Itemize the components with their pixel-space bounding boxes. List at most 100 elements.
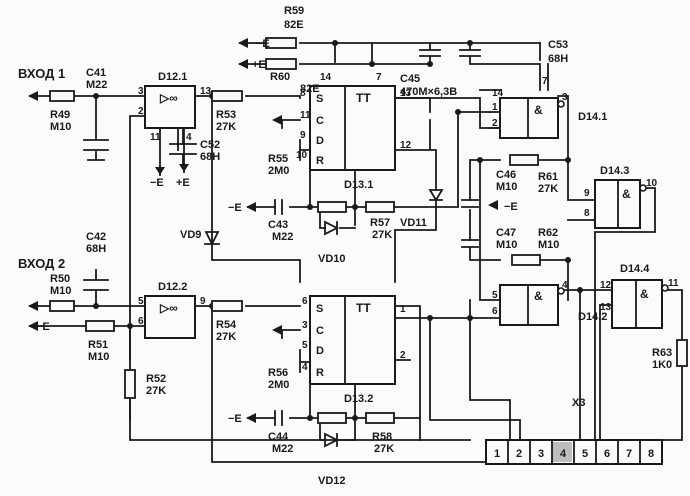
- r56-ref: R56: [268, 367, 288, 379]
- diode-vd10-a: [324, 220, 340, 236]
- c41-value: M22: [86, 79, 107, 91]
- pin-number: 11: [668, 278, 679, 289]
- c52-value: 68H: [200, 151, 220, 163]
- pin-number: 13: [400, 88, 412, 99]
- r54-ref: R54: [216, 319, 237, 331]
- connector-x3-pin-3: 3: [538, 448, 544, 460]
- pin-number: 10: [296, 150, 308, 161]
- r60-value: 82E: [300, 83, 320, 95]
- r53-value: 27K: [216, 121, 236, 133]
- pin-number: 5: [302, 340, 308, 351]
- pin-number: 14: [492, 88, 504, 99]
- pin-number: 9: [300, 130, 306, 141]
- input2-label: ВХОД 2: [18, 256, 65, 271]
- chip-d13-1: [309, 85, 396, 171]
- r54-value: 27K: [216, 331, 236, 343]
- pin-number: 2: [138, 106, 144, 117]
- connector-x3-pin-1: 1: [494, 448, 500, 460]
- r61-ref: R61: [538, 171, 558, 183]
- c52-neg-supply: −E: [150, 177, 164, 189]
- r63-value: 1K0: [652, 359, 672, 371]
- resistor-r58: [365, 412, 395, 424]
- pin-number: 8: [300, 88, 306, 99]
- r49-value: M10: [50, 121, 71, 133]
- pin-number: 4: [186, 132, 192, 143]
- pin-number: 2: [492, 118, 498, 129]
- arrow-neg-c44: [246, 413, 256, 423]
- pin-number: 7: [542, 76, 548, 87]
- connector-x3-ref: X3: [572, 397, 585, 409]
- d13-2-pin-c: C: [316, 325, 324, 337]
- r62-ref: R62: [538, 227, 558, 239]
- c47-value: M10: [496, 239, 517, 251]
- pin-number: 12: [600, 280, 612, 291]
- c45-ref: C45: [400, 73, 420, 85]
- connector-x3: [485, 439, 663, 465]
- pin-number: 11: [300, 110, 311, 121]
- resistor-r56: [317, 412, 347, 424]
- r60-ref: R60: [270, 71, 290, 83]
- c52-pos-supply: +E: [176, 177, 190, 189]
- d14-2-ref: D14.2: [578, 311, 607, 323]
- resistor-r55: [317, 201, 347, 213]
- chip-d13-2: [309, 295, 396, 385]
- resistor-r61: [509, 154, 539, 166]
- vd12-label: VD12: [318, 475, 346, 487]
- d14-4-ref: D14.4: [620, 263, 650, 275]
- d13-1-pin-s: S: [316, 93, 323, 105]
- d12-2-symbol: ▷∞: [159, 301, 178, 315]
- arrow-neg-c46: [488, 200, 498, 210]
- pin-number: 14: [320, 72, 332, 83]
- resistor-r50: [49, 300, 75, 312]
- r52-value: 27K: [146, 385, 166, 397]
- c42-ref: C42: [86, 231, 106, 243]
- c43-ref: C43: [268, 219, 288, 231]
- c44-neg-supply: −E: [228, 413, 242, 425]
- pin-number: 3: [138, 86, 144, 97]
- pin-number: 9: [584, 188, 590, 199]
- arrow-neg-top: [238, 38, 248, 48]
- capacitor-c47: [461, 239, 479, 248]
- labels: ВХОД 1 ВХОД 2 C 4 1 M22 R49 M10 D12.1 ▷∞ D…: [18, 5, 672, 487]
- c45-value: 470M×6,3B: [400, 86, 457, 98]
- r50-value: M10: [50, 285, 71, 297]
- c53-ref: C53: [548, 39, 568, 51]
- d14-2-symbol: &: [534, 289, 543, 303]
- r56-value: 2M0: [268, 379, 289, 391]
- arrow-neg-d13-2: [272, 325, 282, 335]
- pin-number: 5: [138, 296, 144, 307]
- resistors: [49, 37, 688, 424]
- connector-x3-pin-7: 7: [626, 448, 632, 460]
- chip-d14-2: [499, 284, 565, 326]
- vd9-label: VD9: [180, 229, 201, 241]
- pin-number: 1: [492, 102, 498, 113]
- arrow-neg-c52: [155, 167, 165, 175]
- r63-ref: R63: [652, 347, 672, 359]
- d14-1-symbol: &: [534, 103, 543, 117]
- d13-2-pin-s: S: [316, 303, 323, 315]
- r49-ref: R49: [50, 109, 70, 121]
- d14-4-symbol: &: [640, 287, 649, 301]
- pin-number: 6: [492, 306, 498, 317]
- resistor-r51: [85, 320, 115, 332]
- arrow-pos-top: [238, 59, 248, 69]
- c46-ref: C46: [496, 169, 516, 181]
- diodes: [204, 189, 444, 448]
- d13-2-type: TT: [356, 301, 371, 315]
- pin-number: 6: [302, 296, 308, 307]
- d12-1-ref: D12.1: [158, 71, 187, 83]
- r51-ref: R51: [88, 339, 108, 351]
- connector-x3-pin-8: 8: [648, 448, 654, 460]
- d14-1-ref: D14.1: [578, 111, 607, 123]
- pin-number: 5: [492, 290, 498, 301]
- input1-label: ВХОД 1: [18, 66, 65, 81]
- d13-1-type: TT: [356, 91, 371, 105]
- r59-value: 82E: [284, 19, 304, 31]
- c53-value: 68H: [548, 53, 568, 65]
- d13-1-pin-r: R: [316, 155, 324, 167]
- c43-neg-supply: −E: [228, 202, 242, 214]
- capacitor-c43: [274, 199, 283, 215]
- r52-ref: R52: [146, 373, 166, 385]
